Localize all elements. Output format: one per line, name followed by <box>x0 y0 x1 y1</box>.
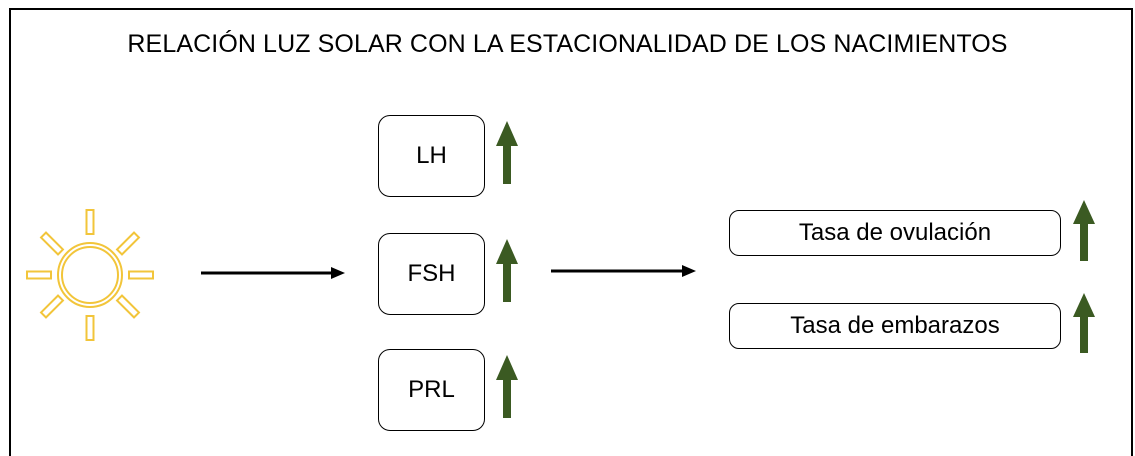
hormone-label: FSH <box>407 260 456 287</box>
outcome-label: Tasa de ovulación <box>798 219 992 246</box>
up-arrow-icon <box>496 239 518 302</box>
hormone-box-fsh: FSH <box>378 233 485 315</box>
up-arrow-icon <box>1073 200 1095 261</box>
outcome-box-ovulation: Tasa de ovulación <box>729 210 1061 256</box>
hormone-box-prl: PRL <box>378 349 485 431</box>
diagram-title: RELACIÓN LUZ SOLAR CON LA ESTACIONALIDAD… <box>127 30 1008 58</box>
diagram-frame <box>9 8 1133 456</box>
right-arrow-icon <box>551 265 696 277</box>
hormone-box-lh: LH <box>378 115 485 197</box>
up-arrow-icon <box>496 355 518 418</box>
sun-ray <box>26 209 154 341</box>
hormone-label: PRL <box>408 376 455 403</box>
right-arrow-icon <box>201 267 345 279</box>
up-arrow-icon <box>1073 293 1095 353</box>
outcome-box-pregnancy: Tasa de embarazos <box>729 303 1061 349</box>
outcome-label: Tasa de embarazos <box>790 312 1000 339</box>
sun-icon <box>26 209 154 341</box>
hormone-label: LH <box>416 142 447 169</box>
up-arrow-icon <box>496 121 518 184</box>
